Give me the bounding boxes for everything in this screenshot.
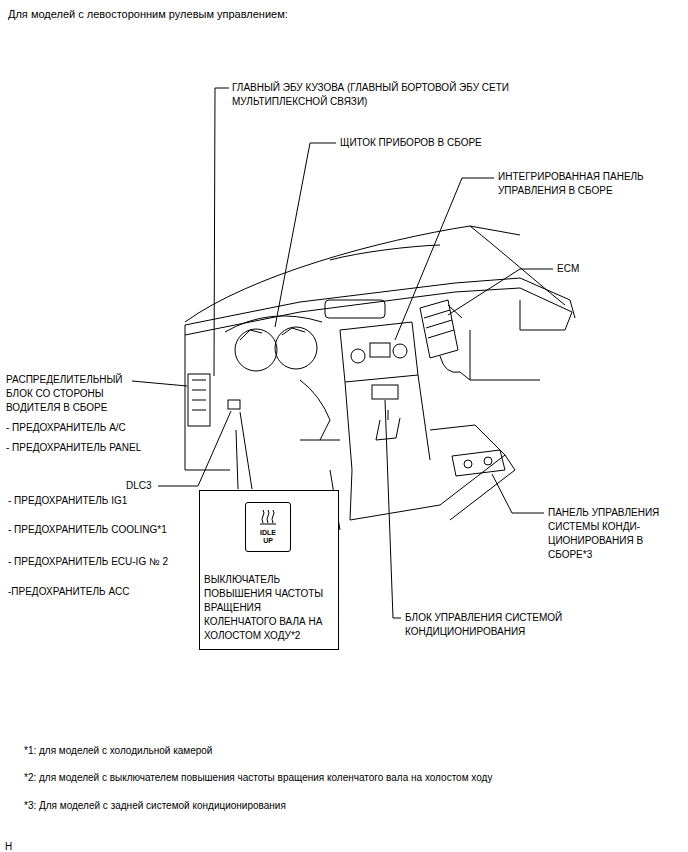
- fuse-label: - ПРЕДОХРАНИТЕЛЬ A/C: [6, 421, 166, 435]
- console-floor: [350, 425, 505, 520]
- footnote: *3: Для моделей с задней системой кондиц…: [24, 799, 674, 813]
- node-text: IDLE UP: [257, 529, 279, 545]
- center-vent: [325, 300, 385, 318]
- fuse-label: - ПРЕДОХРАНИТЕЛЬ ECU-IG № 2: [8, 555, 188, 569]
- switch-button: IDLE UP: [245, 502, 291, 552]
- glovebox: [520, 300, 572, 330]
- leader-line: [158, 411, 231, 486]
- integrated-panel: [340, 322, 418, 382]
- gauge: [235, 329, 277, 371]
- rear-ac-panel: [452, 450, 505, 476]
- passenger-dash: [470, 330, 540, 380]
- fuse-label: - ПРЕДОХРАНИТЕЛЬ IG1: [8, 494, 178, 508]
- part-label: ПАНЕЛЬ УПРАВЛЕНИЯ СИСТЕМЫ КОНДИ- ЦИОНИРО…: [548, 506, 673, 562]
- shift-lever: [376, 410, 400, 440]
- figure-code: H: [5, 840, 25, 852]
- dashboard-left-edge: [185, 325, 186, 470]
- ac-control-unit: [372, 385, 398, 399]
- knob: [393, 344, 407, 358]
- node-text: ВЫКЛЮЧАТЕЛЬ ПОВЫШЕНИЯ ЧАСТОТЫ ВРАЩЕНИЯ К…: [204, 573, 334, 643]
- part-label: ЩИТОК ПРИБОРОВ В СБОРЕ: [340, 136, 540, 150]
- callout-box: ВЫКЛЮЧАТЕЛЬ ПОВЫШЕНИЯ ЧАСТОТЫ ВРАЩЕНИЯ К…: [199, 490, 339, 650]
- part-label: РАСПРЕДЕЛИТЕЛЬНЫЙ БЛОК СО СТОРОНЫ ВОДИТЕ…: [6, 373, 134, 415]
- fuse-label: - ПРЕДОХРАНИТЕЛЬ COOLING*1: [8, 523, 188, 537]
- footnote: *2: для моделей с выключателем повышения…: [24, 771, 674, 785]
- footnote: *1: для моделей с холодильной камерой: [24, 744, 674, 758]
- leader-line: [385, 400, 401, 618]
- cluster-hood: [225, 316, 322, 332]
- fuse-label: - ПРЕДОХРАНИТЕЛЬ PANEL: [6, 441, 166, 455]
- display: [370, 343, 390, 357]
- windshield-edge: [185, 226, 520, 322]
- junction-block: [188, 374, 210, 426]
- part-label: ГЛАВНЫЙ ЭБУ КУЗОВА (ГЛАВНЫЙ БОРТОВОЙ ЭБУ…: [232, 81, 577, 109]
- knob: [464, 460, 472, 468]
- part-label: ИНТЕГРИРОВАННАЯ ПАНЕЛЬ УПРАВЛЕНИЯ В СБОР…: [498, 170, 673, 198]
- a-pillar: [470, 226, 565, 305]
- leader-line: [132, 381, 187, 386]
- fuse-slots: [192, 380, 206, 410]
- diagram-title: Для моделей с левосторонним рулевым упра…: [8, 8, 288, 20]
- dashboard-lower: [185, 440, 340, 470]
- leader-line: [236, 412, 252, 489]
- idle-up-icon: [258, 509, 278, 525]
- leader-line: [448, 269, 553, 315]
- gauge: [275, 327, 317, 369]
- part-label: DLC3: [126, 479, 166, 493]
- ecm-harness: [440, 356, 470, 380]
- dashboard-line: [185, 288, 572, 335]
- part-label: ECM: [557, 262, 597, 276]
- leader-line: [214, 88, 229, 376]
- knob: [351, 349, 365, 363]
- dlc3-connector: [228, 400, 240, 409]
- part-label: БЛОК УПРАВЛЕНИЯ СИСТЕМОЙ КОНДИЦИОНИРОВАН…: [405, 611, 605, 639]
- fuse-label: -ПРЕДОХРАНИТЕЛЬ ACC: [8, 585, 188, 599]
- steering-column: [300, 380, 330, 440]
- leader-line: [275, 143, 336, 327]
- floor-lines: [330, 455, 515, 530]
- mirror-line: [330, 245, 440, 260]
- knob: [484, 457, 492, 465]
- leader-line: [492, 474, 544, 513]
- cluster-wiring: [240, 328, 305, 340]
- leader-line: [395, 178, 494, 340]
